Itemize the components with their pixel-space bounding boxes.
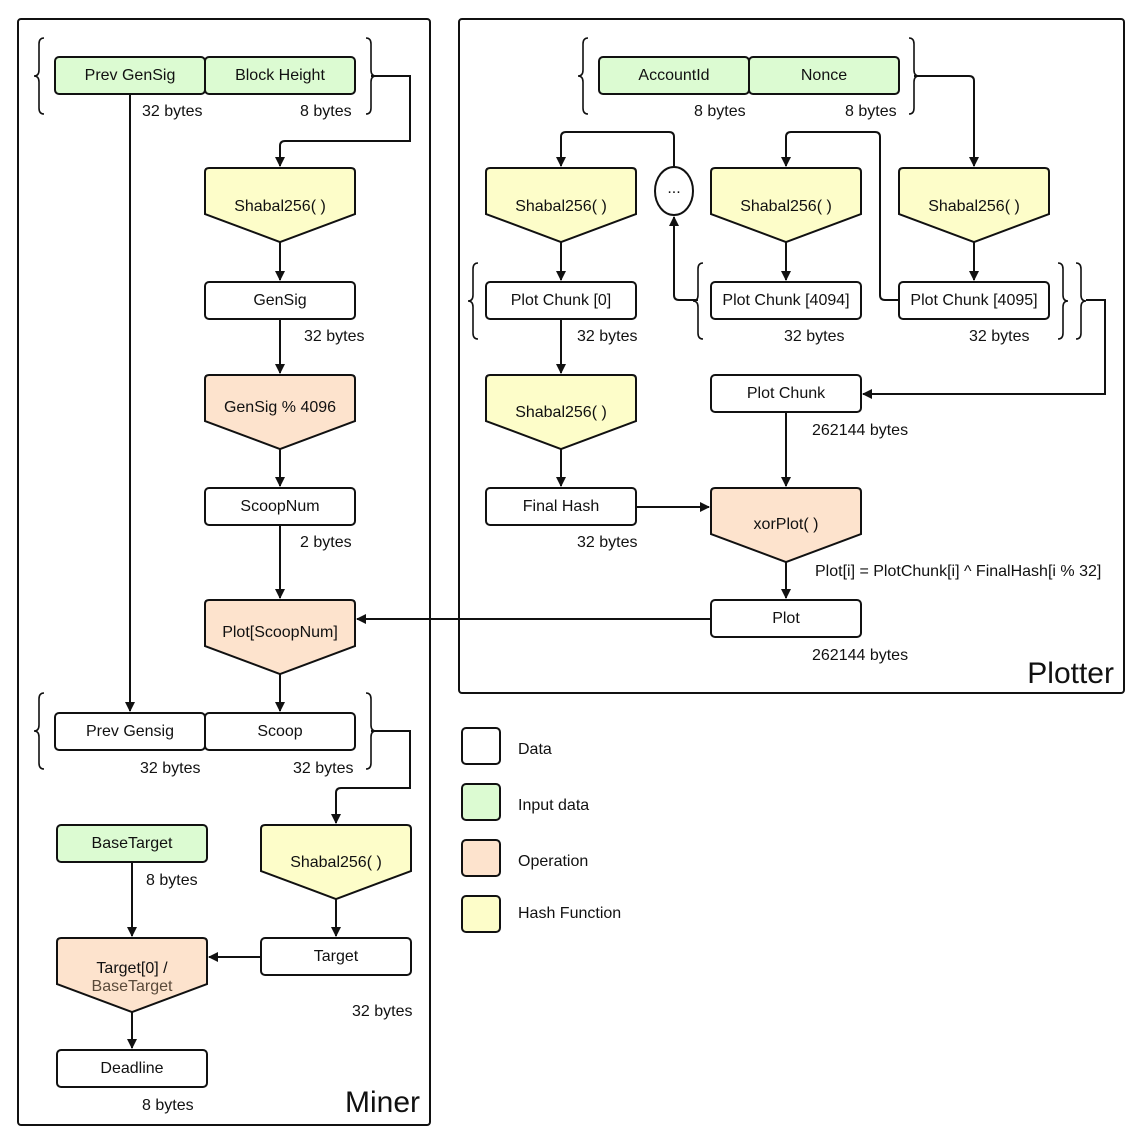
brace-right-chunk-4095-outer (1075, 262, 1087, 340)
scoopnum-label: ScoopNum (240, 498, 319, 515)
target-label: Target (314, 948, 359, 965)
plot-scoopnum-label: Plot[ScoopNum] (222, 624, 338, 641)
base-target-size: 8 bytes (146, 872, 198, 889)
legend-hash-swatch (461, 895, 501, 933)
chunk-0-label: Plot Chunk [0] (511, 292, 612, 309)
plotter-title: Plotter (1027, 657, 1114, 690)
gensig-size: 32 bytes (304, 328, 364, 345)
gensig-mod-label: GenSig % 4096 (224, 399, 336, 416)
brace-right-chunk-4095-inner (1057, 262, 1069, 340)
conn-chunks-to-plot-chunk (862, 299, 1106, 399)
plotter-shabal-a-label: Shabal256( ) (515, 198, 607, 215)
target-size: 32 bytes (352, 1003, 412, 1020)
target-div-label-2: BaseTarget (92, 978, 173, 995)
plot-label: Plot (772, 610, 800, 627)
plotter-shabal-c-shape (898, 167, 1050, 244)
legend-data-swatch (461, 727, 501, 765)
scoop-box (204, 712, 356, 751)
conn-pair-to-shabal-c (914, 75, 979, 167)
scoopnum-size: 2 bytes (300, 534, 352, 551)
deadline-size: 8 bytes (142, 1097, 194, 1114)
scoop-label: Scoop (257, 723, 302, 740)
final-hash-label: Final Hash (523, 498, 599, 515)
plotter-shabal-final-shape (485, 374, 637, 451)
prev-gensig-size: 32 bytes (142, 103, 202, 120)
plotter-shabal-final-label: Shabal256( ) (515, 404, 607, 421)
gensig-label: GenSig (253, 292, 306, 309)
conn-ellipsis-to-shabal-a (556, 131, 675, 167)
ellipsis-label: ... (667, 180, 680, 197)
nonce-box (748, 56, 900, 95)
xor-formula: Plot[i] = PlotChunk[i] ^ FinalHash[i % 3… (815, 563, 1101, 580)
prev-gensig-2-size: 32 bytes (140, 760, 200, 777)
plot-scoopnum-shape (204, 599, 356, 676)
miner-panel (17, 18, 431, 1126)
miner-title: Miner (345, 1086, 420, 1119)
legend-hash-label: Hash Function (518, 905, 621, 922)
brace-left-chunk-0 (467, 262, 479, 340)
gensig-mod-shape (204, 374, 356, 451)
target-div-label-1: Target[0] / (96, 960, 168, 977)
miner-shabal-2-shape (260, 824, 412, 901)
chunk-4095-label: Plot Chunk [4095] (910, 292, 1037, 309)
plot-size: 262144 bytes (812, 647, 908, 664)
brace-left-prev-gensig-2 (33, 692, 45, 770)
deadline-box (56, 1049, 208, 1088)
miner-shabal-1-shape (204, 167, 356, 244)
brace-left-prev-gensig (33, 37, 45, 115)
legend-operation-label: Operation (518, 853, 588, 870)
nonce-label: Nonce (801, 67, 847, 84)
account-id-size: 8 bytes (694, 103, 746, 120)
chunk-4094-box (710, 281, 862, 320)
plotter-shabal-a-shape (485, 167, 637, 244)
plotter-shabal-c-label: Shabal256( ) (928, 198, 1020, 215)
block-height-size: 8 bytes (300, 103, 352, 120)
brace-left-account-id (577, 37, 589, 115)
legend-data-label: Data (518, 741, 552, 758)
conn-chunk4094-to-ellipsis (669, 216, 698, 301)
account-id-label: AccountId (638, 67, 709, 84)
chunk-4095-size: 32 bytes (969, 328, 1029, 345)
plotter-shabal-b-label: Shabal256( ) (740, 198, 832, 215)
final-hash-size: 32 bytes (577, 534, 637, 551)
conn-pair-to-shabal1 (275, 75, 411, 167)
chunk-0-size: 32 bytes (577, 328, 637, 345)
plotter-shabal-b-shape (710, 167, 862, 244)
prev-gensig-2-label: Prev Gensig (86, 723, 174, 740)
chunk-4094-size: 32 bytes (784, 328, 844, 345)
legend-input-label: Input data (518, 797, 589, 814)
plotter-panel (458, 18, 1125, 694)
plot-chunk-size: 262144 bytes (812, 422, 908, 439)
miner-shabal-2-label: Shabal256( ) (290, 854, 382, 871)
deadline-label: Deadline (100, 1060, 163, 1077)
block-height-box (204, 56, 356, 95)
prev-gensig-label: Prev GenSig (85, 67, 176, 84)
block-height-label: Block Height (235, 67, 325, 84)
chunk-4094-label: Plot Chunk [4094] (722, 292, 849, 309)
scoop-size: 32 bytes (293, 760, 353, 777)
conn-pair2-to-shabal2 (331, 730, 411, 824)
plot-chunk-label: Plot Chunk (747, 385, 826, 402)
xor-plot-shape (710, 487, 862, 564)
miner-shabal-1-label: Shabal256( ) (234, 198, 326, 215)
conn-chunk4095-to-shabal-b (781, 131, 899, 301)
legend-operation-swatch (461, 839, 501, 877)
xor-plot-label: xorPlot( ) (754, 516, 819, 533)
nonce-size: 8 bytes (845, 103, 897, 120)
legend-input-swatch (461, 783, 501, 821)
base-target-label: BaseTarget (92, 835, 173, 852)
target-div-shape (56, 937, 208, 1014)
